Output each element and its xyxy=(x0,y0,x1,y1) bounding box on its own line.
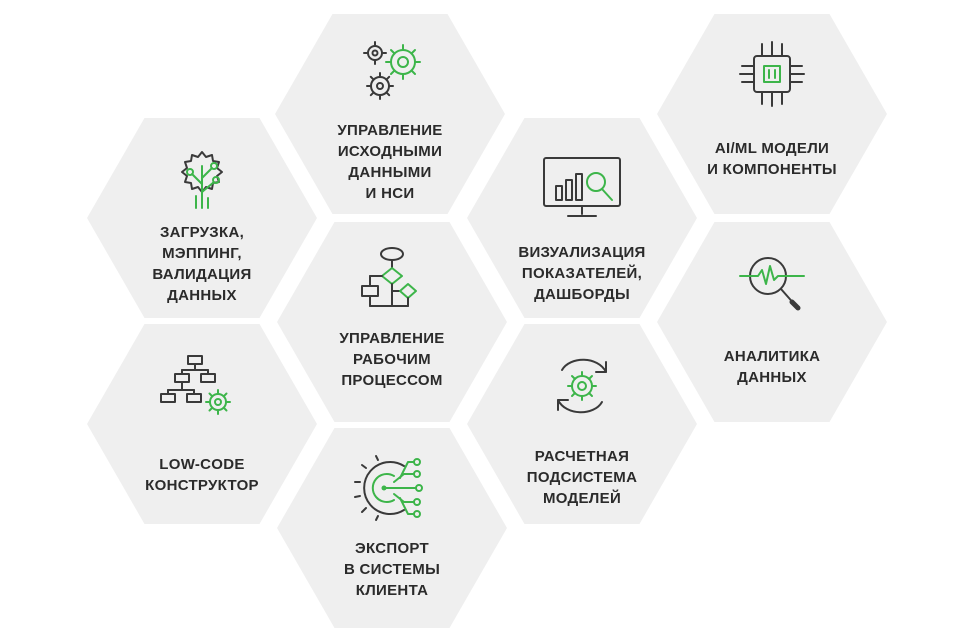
tile-visualization: ВИЗУАЛИЗАЦИЯ ПОКАЗАТЕЛЕЙ, ДАШБОРДЫ xyxy=(467,118,697,318)
tree-gear-icon xyxy=(181,151,223,209)
tile-ai-ml: AI/ML МОДЕЛИ И КОМПОНЕНТЫ xyxy=(657,14,887,214)
tile-label: ЗАГРУЗКА, МЭППИНГ, ВАЛИДАЦИЯ ДАННЫХ xyxy=(152,224,252,304)
tile-label: AI/ML МОДЕЛИ И КОМПОНЕНТЫ xyxy=(707,140,837,178)
tile-export: ЭКСПОРТ В СИСТЕМЫ КЛИЕНТА xyxy=(277,428,507,628)
hierarchy-gear-icon xyxy=(160,355,231,415)
tile-label: УПРАВЛЕНИЕ РАБОЧИМ ПРОЦЕССОМ xyxy=(339,330,445,389)
tile-calc-models: РАСЧЕТНАЯ ПОДСИСТЕМА МОДЕЛЕЙ xyxy=(467,324,697,524)
tile-workflow: УПРАВЛЕНИЕ РАБОЧИМ ПРОЦЕССОМ xyxy=(277,222,507,422)
flowchart-icon xyxy=(361,247,417,307)
gears-icon xyxy=(363,41,421,100)
tile-analytics: АНАЛИТИКА ДАННЫХ xyxy=(657,222,887,422)
tile-label: АНАЛИТИКА ДАННЫХ xyxy=(723,348,821,386)
tile-master-data: УПРАВЛЕНИЕ ИСХОДНЫМИ ДАННЫМИ И НСИ xyxy=(275,14,505,214)
magnifier-pulse-icon xyxy=(739,257,805,311)
chip-icon xyxy=(739,41,805,107)
monitor-chart-icon xyxy=(543,157,621,217)
gear-cycle-icon xyxy=(557,358,607,414)
tile-data-load: ЗАГРУЗКА, МЭППИНГ, ВАЛИДАЦИЯ ДАННЫХ xyxy=(87,118,317,318)
tile-label: LOW-CODE КОНСТРУКТОР xyxy=(145,456,259,494)
tile-label: ВИЗУАЛИЗАЦИЯ ПОКАЗАТЕЛЕЙ, ДАШБОРДЫ xyxy=(518,244,646,303)
tile-label: ЭКСПОРТ В СИСТЕМЫ КЛИЕНТА xyxy=(343,540,441,599)
tile-lowcode: LOW-CODE КОНСТРУКТОР xyxy=(87,324,317,524)
tile-label: РАСЧЕТНАЯ ПОДСИСТЕМА МОДЕЛЕЙ xyxy=(526,448,638,507)
gear-export-icon xyxy=(354,455,423,521)
tile-label: УПРАВЛЕНИЕ ИСХОДНЫМИ ДАННЫМИ И НСИ xyxy=(337,122,443,202)
